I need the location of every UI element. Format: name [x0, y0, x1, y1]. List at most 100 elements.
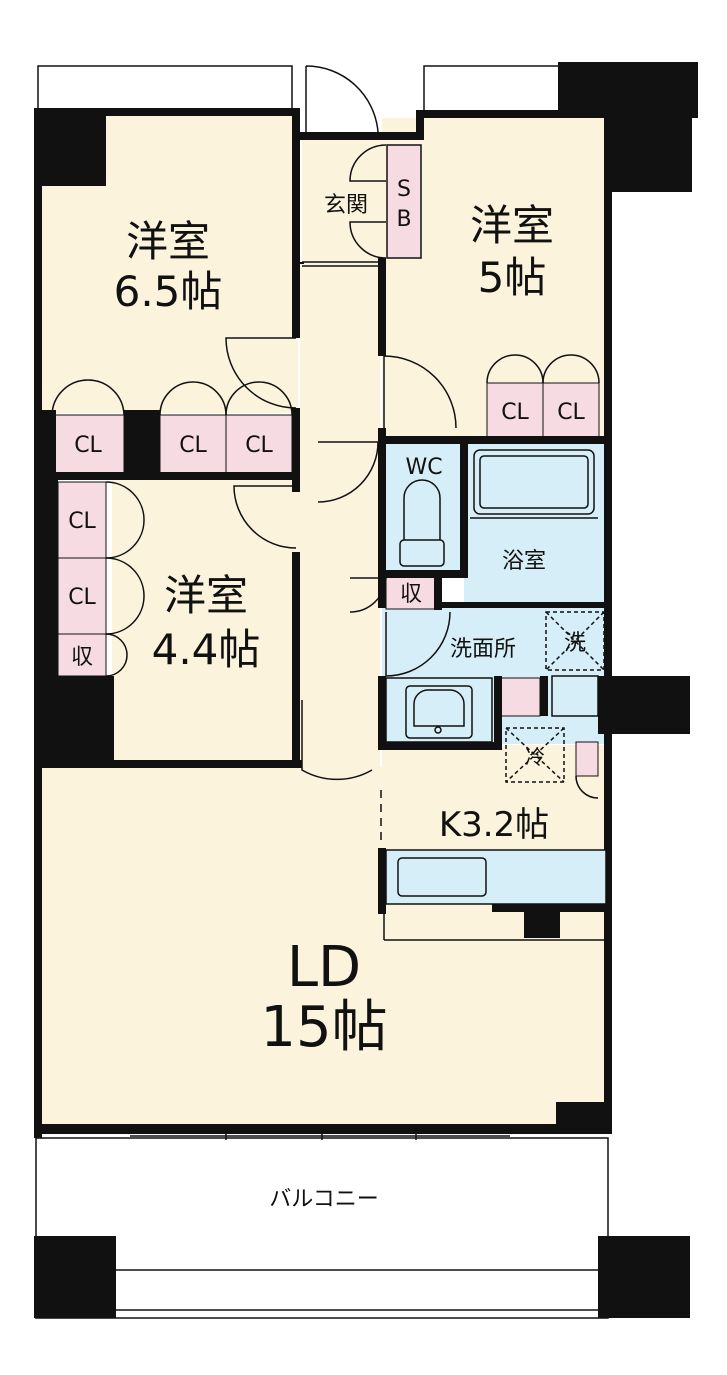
room-western-4-4-floor	[112, 475, 300, 767]
wall-kitchen-left	[378, 848, 386, 914]
shoe-box-label-s: S	[397, 177, 411, 202]
walls	[34, 62, 698, 1318]
wall-washroom-inner-2	[540, 676, 548, 716]
wall-washroom-bottom	[378, 742, 502, 750]
wall-hallway-left-top	[300, 262, 304, 264]
washroom-label: 洗面所	[450, 637, 516, 662]
kitchen-shelf	[575, 741, 599, 777]
storage-label-room3: 収	[71, 645, 93, 670]
fixtures	[385, 144, 607, 905]
door-room2-swing	[383, 355, 457, 429]
closet-cl-6	[57, 481, 107, 559]
wall-entrance-top	[300, 132, 424, 140]
column-balcony-right	[598, 1236, 690, 1318]
wall-wc-left	[378, 440, 386, 608]
washbasin-icon	[405, 685, 473, 739]
room-western-5-name: 洋室	[470, 201, 554, 250]
closet-cl-3	[225, 414, 293, 474]
wall-bath-bottom	[442, 602, 610, 608]
kitchen-label: K3.2帖	[439, 805, 549, 845]
closet-label-4: CL	[501, 400, 529, 425]
toilet-icon	[399, 479, 445, 567]
closet-label-7: CL	[68, 585, 96, 610]
room-western-4-4-size: 4.4帖	[152, 625, 261, 674]
wall-room2-left	[378, 258, 386, 356]
wall-washroom-left	[378, 676, 386, 748]
column-top-left	[34, 108, 106, 186]
wall-room3-right-2	[292, 552, 300, 692]
washer-label: 洗	[564, 631, 586, 656]
room-western-4-4-name: 洋室	[164, 571, 248, 620]
balcony-label: バルコニー	[269, 1187, 379, 1212]
storage-room3	[57, 633, 107, 677]
wc-label: WC	[405, 455, 442, 480]
washing-machine-space	[545, 611, 605, 671]
wall-room1-bottom	[42, 410, 56, 476]
door-washroom-swing	[385, 611, 451, 677]
railing-top-right	[423, 65, 560, 110]
closet-door-2	[159, 381, 227, 416]
balcony-area	[35, 1137, 609, 1319]
closet-door-6	[105, 481, 145, 559]
doors	[51, 65, 600, 799]
wall-room3-left	[42, 476, 58, 686]
closet-door-8	[105, 633, 128, 677]
wall-room3-bottom	[112, 760, 302, 768]
ld-name: LD	[287, 935, 361, 1000]
wall-wc-right	[460, 440, 468, 574]
shoe-box-label-b: B	[396, 207, 411, 232]
wall-room1-bottom-line	[42, 472, 300, 480]
kitchen-counter	[385, 849, 607, 905]
labels: 洋室 6.5帖 洋室 5帖 洋室 4.4帖 LD 15帖 K3.2帖 玄関 S …	[68, 177, 586, 1212]
wall-room1-right-lower	[292, 408, 300, 480]
wall-left	[34, 108, 42, 1138]
railing-top-left	[37, 65, 293, 112]
wall-wc-bottom	[378, 570, 468, 578]
door-ld-swing	[301, 700, 373, 781]
closet-door-5	[542, 354, 600, 384]
ld-size: 15帖	[260, 995, 387, 1060]
column-balcony-left	[34, 1236, 116, 1318]
closet-label-3: CL	[245, 433, 273, 458]
entrance-floor	[302, 140, 386, 262]
bathtub-icon	[470, 449, 598, 519]
washroom-counter-line	[385, 677, 493, 743]
wall-entrance-right	[416, 110, 424, 140]
floors	[40, 115, 610, 1129]
closet-door-1	[51, 379, 125, 416]
wall-washroom-inner	[494, 676, 502, 748]
fridge-label: 冷	[525, 745, 545, 769]
wall-storage-right	[434, 574, 442, 610]
closet-cl-5	[542, 382, 600, 439]
washroom-shelf	[499, 677, 541, 717]
hall-lines	[302, 261, 606, 941]
wall-top-room1	[34, 108, 298, 116]
washer-frame	[551, 675, 599, 717]
column-mid-left	[34, 676, 114, 768]
kitchen-shelf-door	[575, 775, 599, 799]
wall-room1-right	[292, 108, 300, 338]
door-entrance-shoebox-1	[349, 144, 387, 182]
column-mid-right	[598, 676, 690, 734]
sb-frame	[386, 144, 422, 259]
column-top-right-2	[612, 62, 692, 192]
door-wc-swing	[317, 441, 379, 503]
wc-floor	[382, 442, 464, 574]
wall-room3-right	[292, 476, 300, 492]
wall-room1-closet-divider	[124, 410, 160, 476]
closet-label-2: CL	[179, 433, 207, 458]
wall-kitchen-bottom	[492, 904, 610, 912]
door-swing-icon	[305, 65, 379, 133]
wall-room3-right-3	[292, 692, 300, 768]
closet-door-7	[105, 557, 145, 635]
closets	[51, 144, 600, 777]
door-room3-swing	[233, 485, 297, 549]
closet-label-6: CL	[68, 509, 96, 534]
bath-label: 浴室	[502, 549, 546, 574]
closet-door-3	[225, 381, 293, 416]
hallway-floor	[300, 262, 380, 767]
entrance-label: 玄関	[324, 193, 368, 218]
closet-cl-4	[486, 382, 544, 439]
storage-label-hall: 収	[400, 582, 422, 607]
